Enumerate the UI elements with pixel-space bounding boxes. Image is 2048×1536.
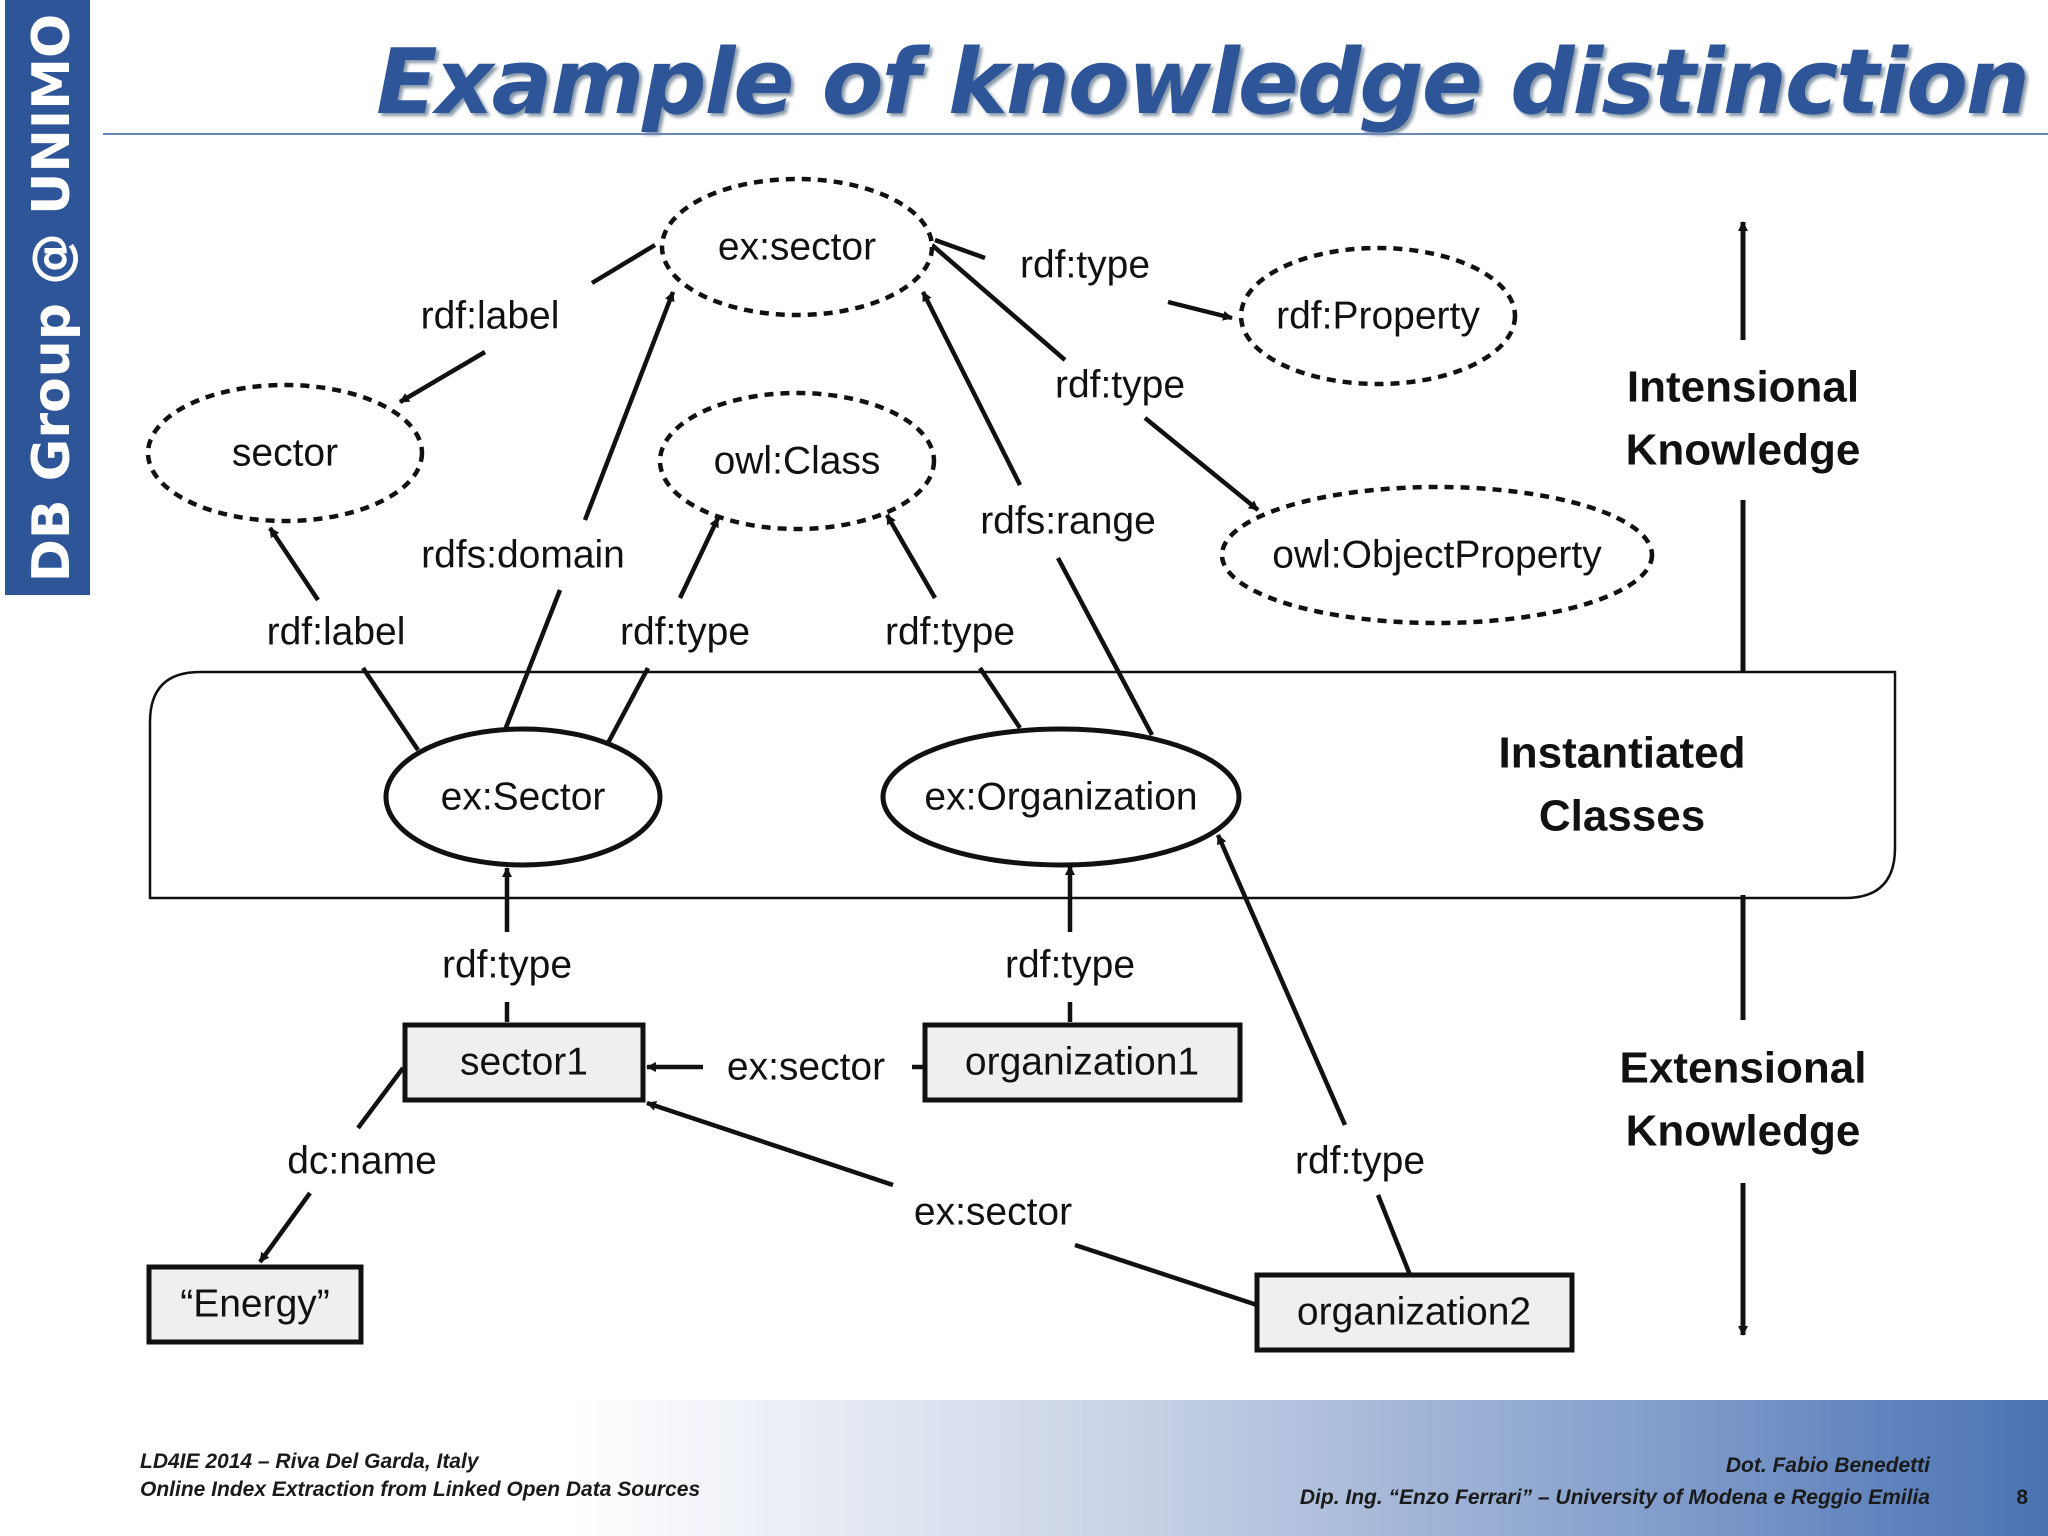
edge-line-rdf-label-sector-b <box>268 526 320 602</box>
label-energy: “Energy” <box>180 1283 330 1326</box>
edge-label-rdf-type-class-left: rdf:type <box>620 611 750 654</box>
edge-label-rdf-type-objprop: rdf:type <box>1055 364 1185 407</box>
edge-label-rdf-type-org1: rdf:type <box>1005 944 1135 987</box>
footer-event: LD4IE 2014 – Riva Del Garda, Italy <box>140 1450 479 1473</box>
node-organization1 <box>922 1022 1243 1103</box>
edge-line-rdf-type-class-left-a <box>606 666 650 745</box>
label-ex-organization: ex:Organization <box>924 776 1197 819</box>
edge-line-rdf-type-org2-b <box>1215 834 1348 1126</box>
label-ex-sector-property: ex:sector <box>718 226 876 269</box>
label-owl-object-property: owl:ObjectProperty <box>1272 534 1602 577</box>
label-organization1: organization1 <box>965 1041 1199 1084</box>
edge-line-rdf-type-property-a <box>934 237 986 261</box>
region-intensional-line2: Knowledge <box>1626 426 1861 475</box>
node-ex-organization <box>880 726 1242 868</box>
edge-line-rdf-type-org2-a <box>1375 1194 1413 1276</box>
footer-affiliation: Dip. Ing. “Enzo Ferrari” – University of… <box>1299 1486 1930 1509</box>
edge-line-rdf-type-class-right-b <box>885 513 937 600</box>
edge-label-rdf-label-sector: rdf:label <box>267 611 406 654</box>
region-intensional-line1: Intensional <box>1627 363 1859 412</box>
edge-label-ex-sector-org2: ex:sector <box>914 1191 1072 1234</box>
node-owl-object-property <box>1219 484 1655 626</box>
edge-line-rdfs-range-a <box>1056 556 1154 737</box>
node-energy-literal <box>146 1264 364 1345</box>
label-sector-literal: sector <box>232 432 338 475</box>
node-rdf-property <box>1238 245 1518 387</box>
node-sector-literal <box>145 382 425 524</box>
edge-label-rdf-type-sector1: rdf:type <box>442 944 572 987</box>
edge-line-rdf-type-objprop-a <box>930 243 1067 362</box>
edge-line-rdf-type-class-right-a <box>978 666 1022 730</box>
edge-line-rdf-type-class-left-b <box>677 517 721 599</box>
footer-page-number: 8 <box>2016 1486 2028 1509</box>
node-owl-class <box>657 390 937 532</box>
label-rdf-property: rdf:Property <box>1276 295 1480 338</box>
label-ex-sector-class: ex:Sector <box>441 776 606 819</box>
edge-label-rdf-label-top: rdf:label <box>421 295 560 338</box>
instantiated-classes-region <box>148 670 1897 900</box>
region-extensional-line1: Extensional <box>1620 1044 1867 1093</box>
edge-line-rdfs-domain-a <box>502 589 563 731</box>
footer-band: LD4IE 2014 – Riva Del Garda, Italy Onlin… <box>0 1400 2048 1536</box>
title-divider <box>103 133 2048 135</box>
edge-line-rdf-label-top-a <box>590 243 657 285</box>
edge-line-dc-name-b <box>258 1191 312 1264</box>
region-extensional-line2: Knowledge <box>1626 1107 1861 1156</box>
sidebar-banner: DB Group @ UNIMO <box>5 0 90 595</box>
label-organization2: organization2 <box>1297 1291 1531 1334</box>
edge-line-rdfs-domain-b <box>582 291 676 521</box>
footer-author: Dot. Fabio Benedetti <box>1725 1454 1930 1477</box>
edge-label-rdfs-domain: rdfs:domain <box>421 534 625 577</box>
edge-label-rdf-type-org2: rdf:type <box>1295 1140 1425 1183</box>
region-instantiated-line2: Classes <box>1539 792 1705 841</box>
footer-paper: Online Index Extraction from Linked Open… <box>140 1478 701 1501</box>
node-sector1 <box>402 1022 646 1103</box>
edge-label-ex-sector-org1: ex:sector <box>727 1046 885 1089</box>
slide-title: Example of knowledge distinction <box>376 30 2030 135</box>
node-ex-sector-property <box>659 176 935 318</box>
knowledge-diagram: ex:sector rdf:Property sector owl:Class … <box>145 176 1897 1353</box>
label-owl-class: owl:Class <box>714 440 881 483</box>
edge-label-rdf-type-property: rdf:type <box>1020 244 1150 287</box>
node-organization2 <box>1254 1272 1575 1353</box>
edge-line-rdf-label-top-b <box>398 350 487 404</box>
node-ex-sector-class <box>383 726 663 868</box>
edge-label-rdf-type-class-right: rdf:type <box>885 611 1015 654</box>
edge-label-dc-name: dc:name <box>287 1140 437 1183</box>
edge-line-ex-sector-org2-b <box>646 1100 894 1188</box>
edge-line-rdf-label-sector-a <box>361 666 420 752</box>
edge-line-dc-name-a <box>356 1066 405 1130</box>
edge-line-ex-sector-org2-a <box>1074 1242 1258 1308</box>
edge-line-rdfs-range-b <box>920 290 1023 487</box>
edge-line-rdf-type-property-b <box>1167 299 1233 321</box>
region-instantiated-line1: Instantiated <box>1499 729 1746 778</box>
edge-line-rdf-type-objprop-b <box>1143 416 1260 512</box>
label-sector1: sector1 <box>460 1041 588 1084</box>
edge-label-rdfs-range: rdfs:range <box>980 500 1156 543</box>
